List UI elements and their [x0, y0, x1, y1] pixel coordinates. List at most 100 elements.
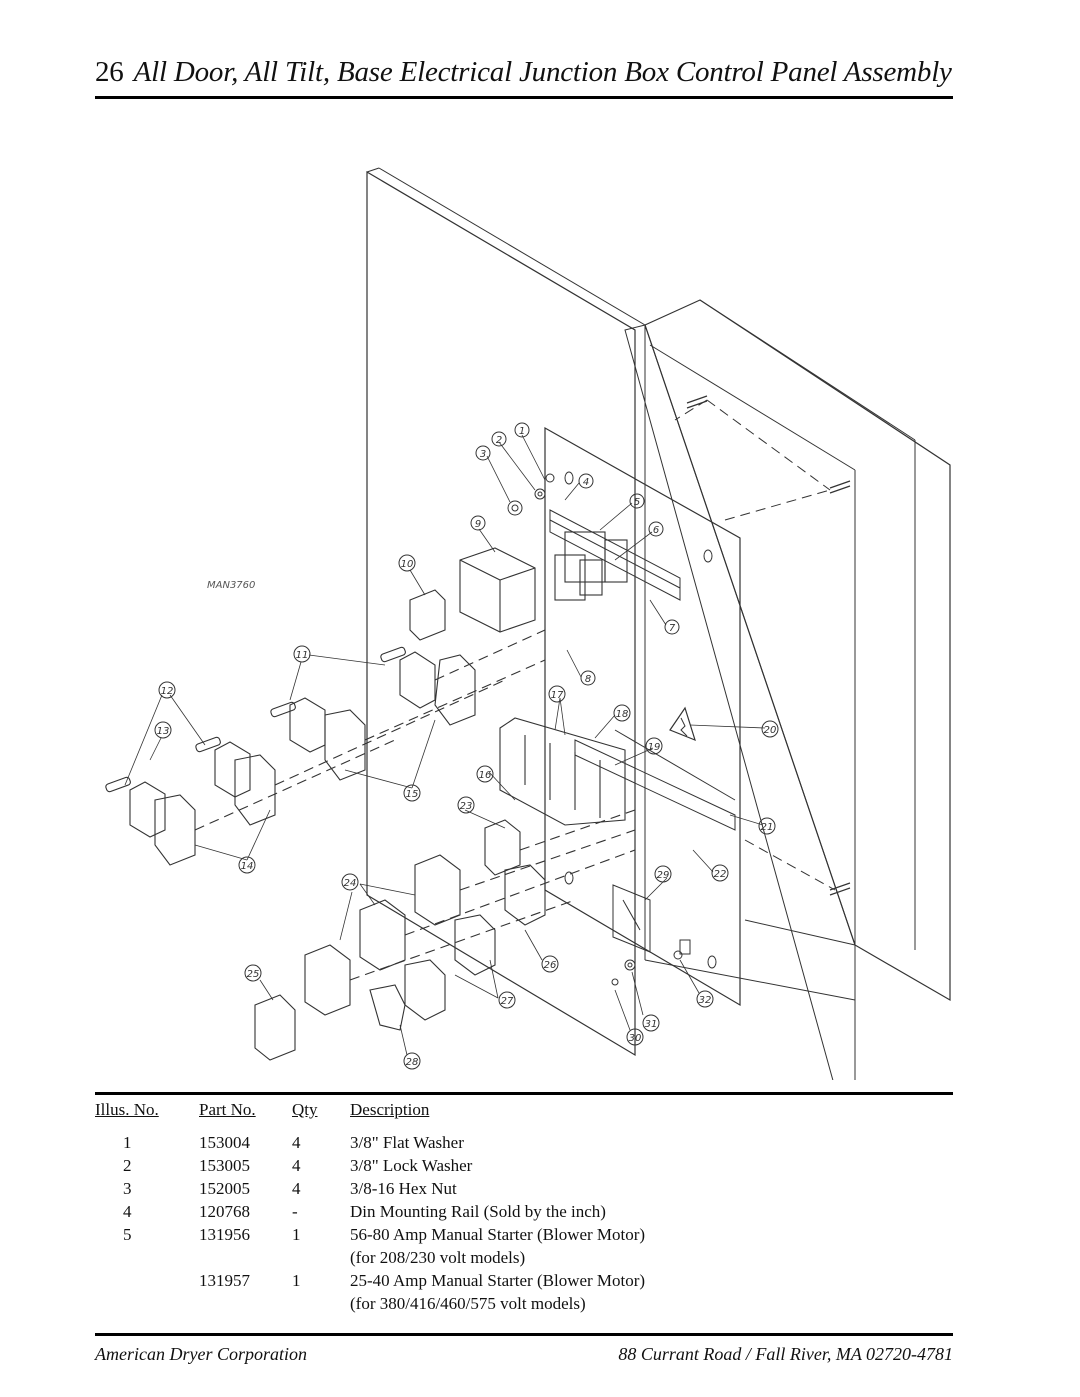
table-row: (for 380/416/460/575 volt models) — [95, 1292, 953, 1315]
part-no: 120768 — [199, 1202, 250, 1221]
illus-no: 1 — [123, 1133, 132, 1152]
svg-text:13: 13 — [157, 726, 170, 737]
footer-rule — [95, 1333, 953, 1336]
din-rail-upper — [549, 509, 681, 601]
svg-text:3: 3 — [480, 449, 486, 460]
drawing-id-label: MAN3760 — [207, 580, 255, 591]
description: (for 208/230 volt models) — [350, 1248, 526, 1267]
svg-text:12: 12 — [161, 686, 174, 697]
part-no: 152005 — [199, 1179, 250, 1198]
svg-text:20: 20 — [764, 725, 777, 736]
svg-text:7: 7 — [669, 623, 676, 634]
callout-23: 23 — [457, 796, 475, 814]
svg-text:27: 27 — [501, 996, 514, 1007]
svg-text:14: 14 — [241, 861, 254, 872]
svg-text:23: 23 — [460, 801, 473, 812]
description: 3/8" Flat Washer — [350, 1133, 464, 1152]
header-part-no: Part No. — [199, 1100, 256, 1119]
table-row: (for 208/230 volt models) — [95, 1246, 953, 1269]
footer-address: 88 Currant Road / Fall River, MA 02720-4… — [618, 1344, 953, 1364]
description: 3/8-16 Hex Nut — [350, 1179, 457, 1198]
svg-text:16: 16 — [479, 770, 492, 781]
callout-20: 20 — [761, 720, 779, 738]
description: Din Mounting Rail (Sold by the inch) — [350, 1202, 606, 1221]
svg-text:9: 9 — [475, 519, 481, 530]
table-row: 3 152005 4 3/8-16 Hex Nut — [95, 1177, 953, 1200]
table-row: 1 153004 4 3/8" Flat Washer — [95, 1131, 953, 1154]
callout-30: 30 — [626, 1028, 644, 1046]
callout-3: 3 — [475, 445, 491, 461]
callout-32: 32 — [696, 990, 714, 1008]
callout-26: 26 — [541, 955, 559, 973]
qty: 1 — [292, 1271, 301, 1290]
svg-text:2: 2 — [496, 435, 502, 446]
din-rail-lower — [574, 729, 736, 831]
table-row: 131957 1 25-40 Amp Manual Starter (Blowe… — [95, 1269, 953, 1292]
svg-text:25: 25 — [247, 969, 260, 980]
part-no: 153005 — [199, 1156, 250, 1175]
callout-18: 18 — [613, 704, 631, 722]
callout-1: 1 — [514, 422, 530, 438]
illus-no: 5 — [123, 1225, 132, 1244]
footer-company: American Dryer Corporation — [95, 1344, 307, 1364]
svg-text:26: 26 — [544, 960, 557, 971]
svg-text:17: 17 — [551, 690, 564, 701]
fuse-holder-group — [105, 629, 546, 866]
decal-29 — [612, 884, 651, 953]
svg-text:29: 29 — [657, 870, 670, 881]
callout-11: 11 — [293, 645, 311, 663]
callout-14: 14 — [238, 856, 256, 874]
lower-terminal-group — [254, 809, 636, 1061]
table-row: 2 153005 4 3/8" Lock Washer — [95, 1154, 953, 1177]
description: 56-80 Amp Manual Starter (Blower Motor) — [350, 1225, 646, 1244]
header-qty: Qty — [292, 1100, 318, 1119]
warning-label-icon — [669, 706, 696, 742]
callout-labels: 1 2 3 4 5 6 7 8 9 10 11 12 13 14 15 16 1… — [154, 422, 779, 1070]
callout-27: 27 — [498, 991, 516, 1009]
exploded-assembly-diagram: MAN3760 — [95, 160, 953, 1161]
callout-17: 17 — [548, 685, 566, 703]
part-no: 131957 — [199, 1271, 250, 1290]
callout-21: 21 — [758, 817, 776, 835]
svg-text:6: 6 — [653, 525, 659, 536]
qty: 4 — [292, 1133, 301, 1152]
svg-text:31: 31 — [645, 1019, 658, 1030]
illus-no: 4 — [123, 1202, 132, 1221]
header-description: Description — [350, 1100, 430, 1119]
callout-5: 5 — [629, 493, 645, 509]
svg-text:21: 21 — [761, 822, 774, 833]
callout-29: 29 — [654, 865, 672, 883]
callout-25: 25 — [244, 964, 262, 982]
illus-no: 2 — [123, 1156, 132, 1175]
svg-text:19: 19 — [648, 742, 661, 753]
svg-text:8: 8 — [585, 674, 591, 685]
qty: 1 — [292, 1225, 301, 1244]
svg-text:15: 15 — [406, 789, 419, 800]
enclosure-box — [624, 299, 951, 1161]
terminal-block-assembly — [499, 717, 626, 826]
table-top-rule — [95, 1092, 953, 1095]
table-row: 4 120768 - Din Mounting Rail (Sold by th… — [95, 1200, 953, 1223]
door-panel — [366, 167, 646, 1057]
callout-7: 7 — [664, 619, 680, 635]
callout-6: 6 — [648, 521, 664, 537]
callout-2: 2 — [491, 431, 507, 447]
parts-table-header: Illus. No. Part No. Qty Description — [95, 1098, 953, 1121]
callout-9: 9 — [470, 515, 486, 531]
qty: - — [292, 1202, 298, 1221]
control-subpanel — [544, 399, 836, 1007]
svg-text:32: 32 — [699, 995, 712, 1006]
part-no: 131956 — [199, 1225, 250, 1244]
description: (for 380/416/460/575 volt models) — [350, 1294, 586, 1313]
svg-text:11: 11 — [296, 650, 309, 661]
illus-no: 3 — [123, 1179, 132, 1198]
callout-19: 19 — [645, 737, 663, 755]
callout-8: 8 — [580, 670, 596, 686]
description: 25-40 Amp Manual Starter (Blower Motor) — [350, 1271, 646, 1290]
hardware-washers-nut — [507, 473, 555, 516]
callout-28: 28 — [403, 1052, 421, 1070]
callout-31: 31 — [642, 1014, 660, 1032]
svg-text:1: 1 — [519, 426, 525, 437]
